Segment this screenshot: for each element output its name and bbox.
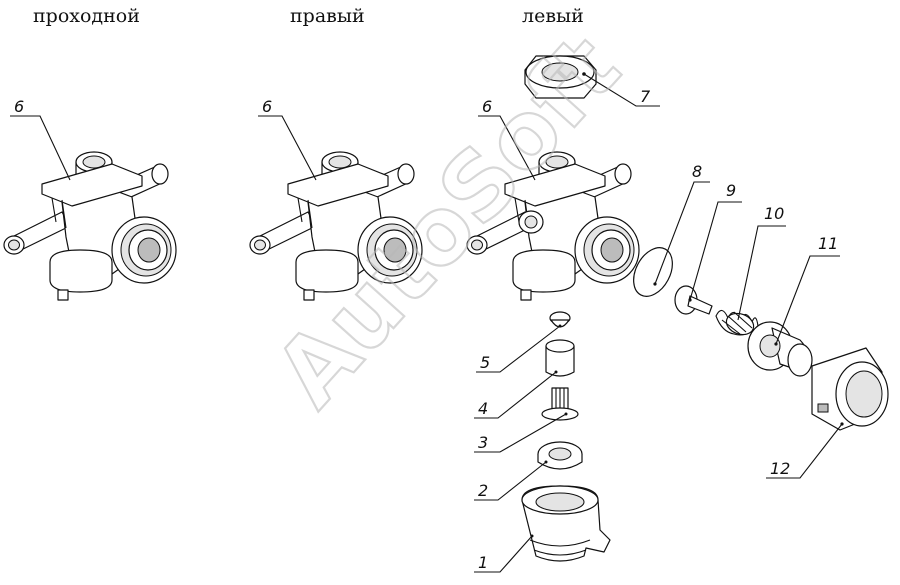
label-8: 8 [692,162,702,181]
leader-9 [689,201,742,301]
part-4-sleeve [545,339,575,377]
label-6-right: 6 [262,97,272,116]
label-1: 1 [478,553,488,572]
leader-10 [737,225,786,321]
label-7: 7 [640,87,651,106]
part-8-diaphragm [633,247,673,297]
leader-6a [10,115,71,181]
leader-6c [478,115,536,181]
label-3: 3 [478,433,488,452]
label-5: 5 [480,353,490,372]
label-4: 4 [478,399,488,418]
leader-5 [476,325,561,373]
leader-2 [474,461,547,501]
valve-left [466,151,640,301]
part-2-washer [537,441,583,470]
label-6-left: 6 [482,97,492,116]
valve-pass-through [3,151,177,301]
leader-4 [474,371,557,419]
leader-1 [474,535,533,573]
part-12-cap [811,347,889,431]
label-11: 11 [818,234,838,253]
part-11-plunger [747,321,813,377]
label-9: 9 [726,181,736,200]
leader-8 [654,181,710,285]
label-2: 2 [478,481,488,500]
label-10: 10 [764,204,784,223]
label-6-pass-through: 6 [14,97,24,116]
header-left: левый [522,5,584,27]
leader-11 [775,255,840,345]
part-10-spring [715,309,759,336]
leader-7 [583,73,660,107]
header-right: правый [290,5,365,27]
part-9-valve-stem [674,285,713,315]
leader-12 [766,423,843,479]
leader-3 [474,413,567,453]
part-3-clip [541,387,579,421]
part-7-hex-nut [524,55,597,99]
header-pass-through: проходной [33,5,140,27]
part-1-housing [521,485,611,562]
label-12: 12 [770,459,790,478]
leader-6b [258,115,317,181]
part-5-cap [549,311,571,328]
